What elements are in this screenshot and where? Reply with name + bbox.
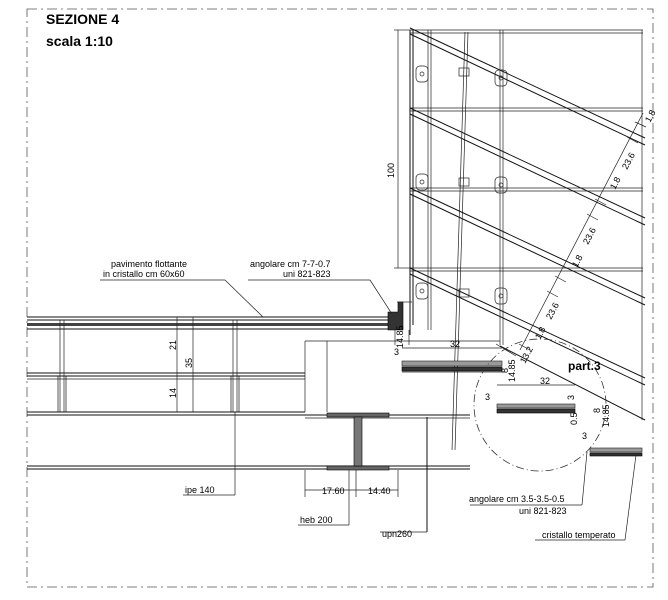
rail-dim-1: 1.8 <box>643 108 658 124</box>
label-pavimento-2: in cristallo cm 60x60 <box>103 269 185 279</box>
railing <box>394 27 646 451</box>
dim-14-85-b: 14.85 <box>507 359 517 382</box>
dim-14-85-a: 14.85 <box>395 325 405 348</box>
stair-steps <box>401 343 643 457</box>
dim-14-85-c: 14.85 <box>601 404 611 427</box>
detail-label: part.3 <box>568 359 601 373</box>
label-angolare-top-2: uni 821-823 <box>283 269 331 279</box>
rail-dim-2: 23.6 <box>620 151 637 171</box>
dim-height-100: 100 <box>386 163 396 178</box>
dim-0-5: 0.5 <box>569 412 579 425</box>
dim-14: 14 <box>168 388 178 398</box>
label-angolare-top-1: angolare cm 7-7-0.7 <box>250 259 331 269</box>
dim-3-a: 3 <box>394 347 399 357</box>
dim-8-b: 8 <box>592 408 602 413</box>
dim-8-a: 8 <box>500 368 510 373</box>
dim-35: 35 <box>184 358 194 368</box>
rail-dim-3: 1.8 <box>608 175 623 191</box>
drawing-title: SEZIONE 4 <box>46 11 120 27</box>
drawing-frame <box>26 8 654 588</box>
rail-dim-5: 1.8 <box>570 253 585 269</box>
label-heb: heb 200 <box>300 515 333 525</box>
dim-3-b: 3 <box>485 392 490 402</box>
dim-3-c: 3 <box>566 395 576 400</box>
detail-circle <box>473 338 607 472</box>
dim-32-b: 32 <box>540 376 550 386</box>
label-angolare-bot-2: uni 821-823 <box>519 506 567 516</box>
dim-14-40: 14.40 <box>368 486 391 496</box>
dim-32-a: 32 <box>450 339 460 349</box>
label-angolare-bot-1: angolare cm 3.5-3.5-0.5 <box>469 494 565 504</box>
drawing-scale: scala 1:10 <box>46 33 113 49</box>
rail-dim-7: 1.8 <box>533 325 548 341</box>
rail-dim-4: 23.6 <box>581 226 598 246</box>
dim-17-60: 17.60 <box>322 486 345 496</box>
rail-dim-6: 23.6 <box>544 301 561 321</box>
floating-floor <box>27 316 470 470</box>
dim-3-d: 3 <box>582 431 587 441</box>
dim-13-2: 13.2 <box>518 345 535 365</box>
angle-bracket-top <box>387 301 412 345</box>
stair-dimension-line <box>518 112 647 351</box>
label-cristallo: cristallo temperato <box>542 530 616 540</box>
heb-200-beam <box>304 340 500 471</box>
label-upn: upn260 <box>382 529 412 539</box>
label-ipe: ipe 140 <box>185 485 215 495</box>
dim-21: 21 <box>168 340 178 350</box>
label-pavimento-1: pavimento flottante <box>111 259 187 269</box>
leader-lines <box>100 279 637 541</box>
